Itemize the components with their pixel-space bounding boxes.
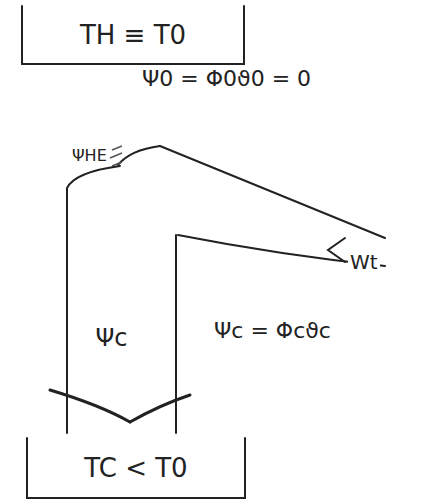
body-outline	[65, 180, 178, 435]
work-label: Wt	[348, 250, 380, 274]
potential-equation: Ψc = Φcϑc	[212, 318, 333, 343]
node-text: TH ≡ T0	[80, 20, 186, 50]
engine-body: Ψc	[65, 180, 178, 435]
potential-equation: Ψ0 = Φ0ϑ0 = 0	[140, 66, 313, 91]
cold-reservoir-box: TC < T0	[25, 436, 247, 500]
hot-reservoir-box: TH ≡ T0	[20, 4, 246, 66]
node-text: TC < T0	[84, 453, 187, 483]
potential-label: ΨHE	[70, 146, 109, 165]
node-text: Ψc	[95, 324, 127, 352]
